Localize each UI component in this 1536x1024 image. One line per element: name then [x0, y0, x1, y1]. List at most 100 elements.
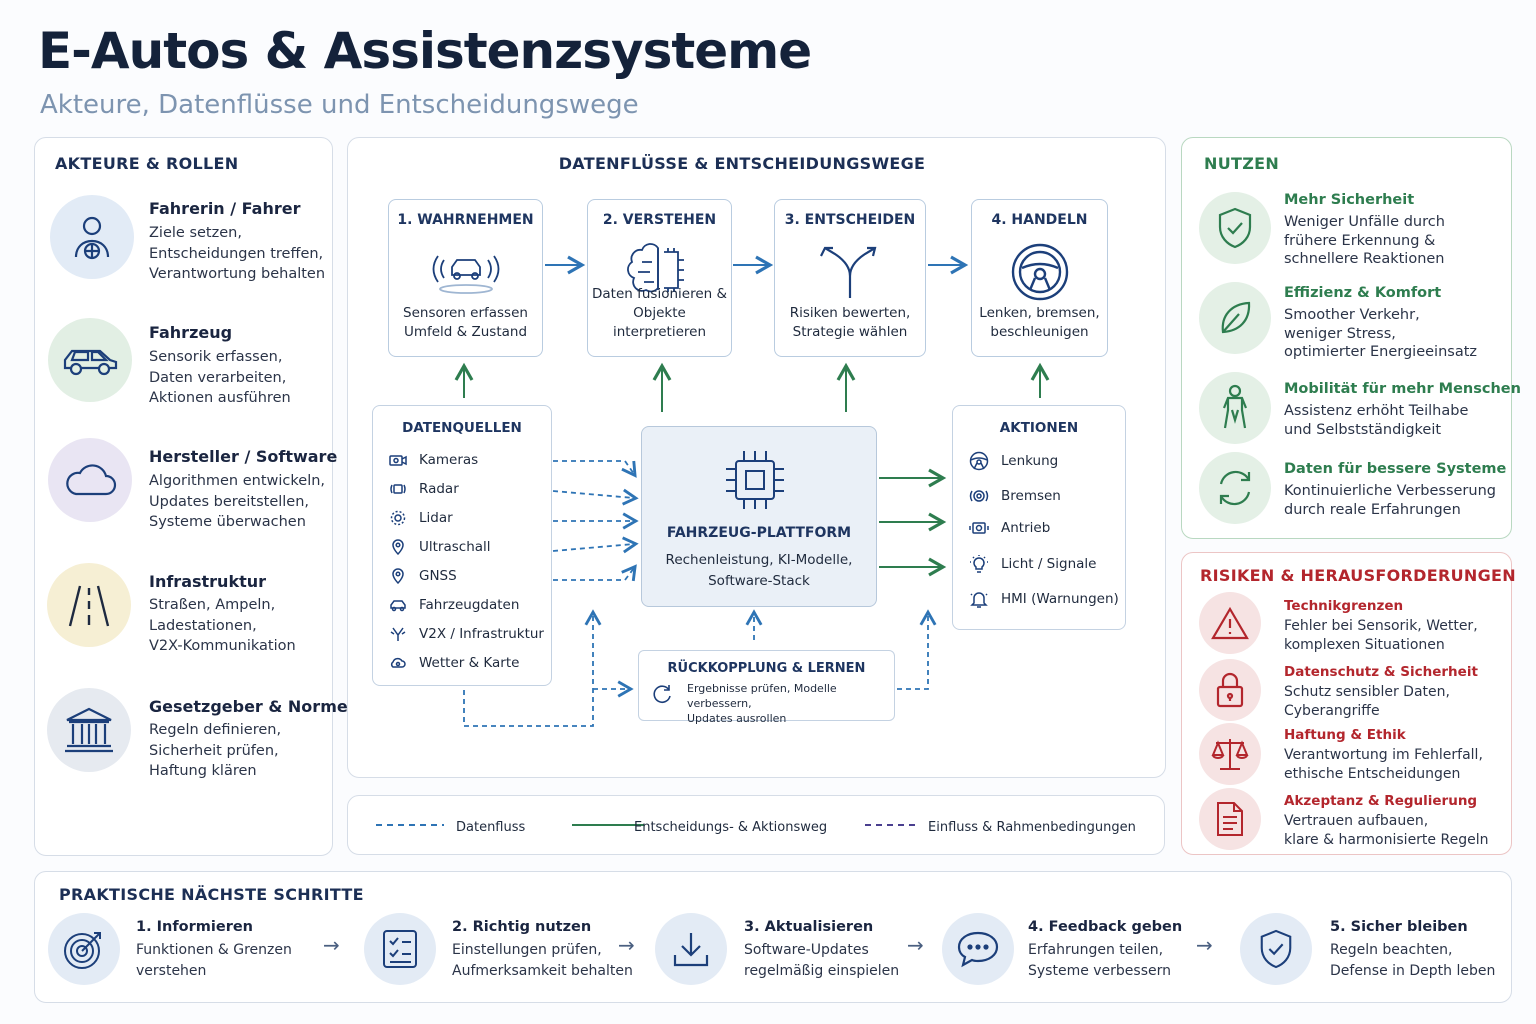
benefit-circle: [1199, 192, 1271, 264]
action-label: HMI (Warnungen): [1001, 591, 1119, 607]
action-label: Licht / Signale: [1001, 556, 1097, 572]
actor-manufacturer-circle: [48, 438, 132, 522]
source-label: GNSS: [419, 568, 457, 584]
next-step-circle: [364, 913, 436, 985]
step-desc: Risiken bewerten, Strategie wählen: [789, 305, 911, 340]
legend-label: Entscheidungs- & Aktionsweg: [634, 820, 828, 835]
next-step-desc: Regeln beachten, Defense in Depth leben: [1330, 942, 1496, 979]
actors-title: AKTEURE & ROLLEN: [55, 154, 239, 173]
actor-infrastructure-circle: [47, 563, 131, 647]
page-subtitle: Akteure, Datenflüsse und Entscheidungswe…: [40, 90, 639, 120]
benefit-circle: [1199, 452, 1271, 524]
action-item: Antrieb: [969, 519, 1050, 537]
lightbulb-icon: [970, 555, 988, 573]
action-item: Licht / Signale: [969, 554, 1096, 574]
legend: Datenfluss Entscheidungs- & Aktionsweg E…: [347, 795, 1165, 855]
warning-icon: [1211, 606, 1249, 640]
step-desc: Lenken, bremsen, beschleunigen: [979, 305, 1100, 340]
source-label: Kameras: [419, 452, 479, 468]
chip-icon: [726, 451, 784, 509]
road-icon: [68, 585, 110, 627]
data-sources-box: DATENQUELLEN Kameras Radar Lidar Ultrasc…: [372, 405, 552, 686]
actor-desc: Regeln definieren, Sicherheit prüfen, Ha…: [149, 722, 282, 779]
arrow-right-icon: →: [618, 933, 635, 957]
action-label: Bremsen: [1001, 488, 1061, 504]
gnss-pin-icon: [392, 568, 404, 584]
risk-circle: [1199, 592, 1261, 654]
actor-name: Infrastruktur: [149, 572, 267, 591]
next-step-desc: Erfahrungen teilen, Systeme verbessern: [1028, 942, 1172, 979]
next-step-title: 3. Aktualisieren: [744, 919, 874, 935]
arrow-right-icon: →: [323, 933, 340, 957]
actor-name: Gesetzgeber & Normen: [149, 697, 360, 716]
refresh-icon: [1219, 470, 1251, 506]
driver-icon: [74, 216, 110, 260]
next-step-circle: [655, 913, 727, 985]
platform-desc: Rechenleistung, KI-Modelle, Software-Sta…: [665, 552, 853, 589]
risks-title: RISIKEN & HERAUSFORDERUNGEN: [1200, 566, 1516, 585]
risk-title: Technikgrenzen: [1284, 598, 1404, 614]
arrow-right-icon: →: [1196, 933, 1213, 957]
next-step-circle: [48, 913, 120, 985]
actor-desc: Straßen, Ampeln, Ladestationen, V2X-Komm…: [149, 597, 296, 654]
source-item: Ultraschall: [389, 539, 491, 555]
source-item: V2X / Infrastruktur: [389, 626, 544, 642]
legend-solid-green: [572, 824, 644, 826]
camera-icon: [389, 455, 407, 466]
feedback-desc: Ergebnisse prüfen, Modelle verbessern, U…: [687, 682, 837, 725]
legend-dashed-purple: [865, 824, 915, 826]
step-title: 2. VERSTEHEN: [602, 212, 717, 228]
vehicle-platform: FAHRZEUG-PLATTFORM Rechenleistung, KI-Mo…: [641, 426, 877, 607]
fork-arrow-icon: [820, 246, 877, 298]
next-step-title: 1. Informieren: [136, 919, 254, 935]
cloud-icon: [66, 464, 117, 496]
benefit-desc: Smoother Verkehr, weniger Stress, optimi…: [1284, 307, 1478, 360]
sensor-car-icon: [432, 255, 499, 294]
benefit-desc: Assistenz erhöht Teilhabe und Selbststän…: [1284, 403, 1469, 438]
step-understand: 2. VERSTEHEN Daten fusionieren & Objekte…: [587, 199, 732, 357]
page-title: E-Autos & Assistenzsysteme: [38, 22, 812, 80]
source-item: Lidar: [389, 510, 453, 526]
benefit-circle: [1199, 282, 1271, 354]
actions-box: AKTIONEN Lenkung Bremsen Antrieb Licht /…: [952, 405, 1126, 630]
shield-check-icon: [1218, 207, 1252, 249]
platform-title: FAHRZEUG-PLATTFORM: [666, 525, 852, 541]
actor-vehicle-circle: [48, 318, 132, 402]
source-label: Fahrzeugdaten: [419, 597, 520, 613]
source-label: Wetter & Karte: [419, 655, 520, 671]
actor-legislator-circle: [47, 688, 131, 772]
action-item: Lenkung: [969, 451, 1058, 471]
source-item: Fahrzeugdaten: [389, 597, 519, 613]
shield-check-icon: [1260, 929, 1292, 969]
benefit-desc: Kontinuierliche Verbesserung durch reale…: [1284, 483, 1496, 518]
risk-desc: Schutz sensibler Daten, Cyberangriffe: [1284, 684, 1450, 719]
steering-wheel-icon: [1011, 243, 1068, 301]
risk-desc: Verantwortung im Fehlerfall, ethische En…: [1284, 747, 1483, 782]
feedback-box: RÜCKKOPPLUNG & LERNEN Ergebnisse prüfen,…: [638, 650, 895, 725]
brain-icon: [626, 243, 684, 293]
action-item: HMI (Warnungen): [969, 589, 1119, 609]
actions-title: AKTIONEN: [999, 420, 1079, 436]
data-sources-title: DATENQUELLEN: [402, 420, 522, 436]
benefit-title: Daten für bessere Systeme: [1284, 461, 1507, 477]
next-step-title: 5. Sicher bleiben: [1330, 919, 1468, 935]
next-step-desc: Funktionen & Grenzen verstehen: [136, 942, 292, 979]
risk-circle: [1199, 659, 1261, 721]
step-desc: Daten fusionieren & Objekte interpretier…: [591, 286, 727, 340]
benefit-desc: Weniger Unfälle durch frühere Erkennung …: [1284, 214, 1445, 267]
step-act: 4. HANDELN Lenken, bremsen, beschleunige…: [971, 199, 1108, 357]
actor-name: Fahrzeug: [149, 323, 233, 342]
source-item: Radar: [389, 481, 459, 497]
action-item: Bremsen: [969, 486, 1061, 506]
vehicle-data-icon: [390, 600, 406, 612]
actor-desc: Algorithmen entwickeln, Updates bereitst…: [149, 473, 326, 530]
risk-title: Datenschutz & Sicherheit: [1284, 664, 1478, 680]
next-step-circle: [942, 913, 1014, 985]
actor-name: Hersteller / Software: [149, 447, 338, 466]
next-steps-title: PRAKTISCHE NÄCHSTE SCHRITTE: [59, 885, 364, 904]
refresh-small-icon: [653, 685, 671, 703]
location-pin-icon: [392, 539, 404, 555]
step-desc: Sensoren erfassen Umfeld & Zustand: [403, 305, 528, 340]
person-icon: [1222, 384, 1248, 429]
